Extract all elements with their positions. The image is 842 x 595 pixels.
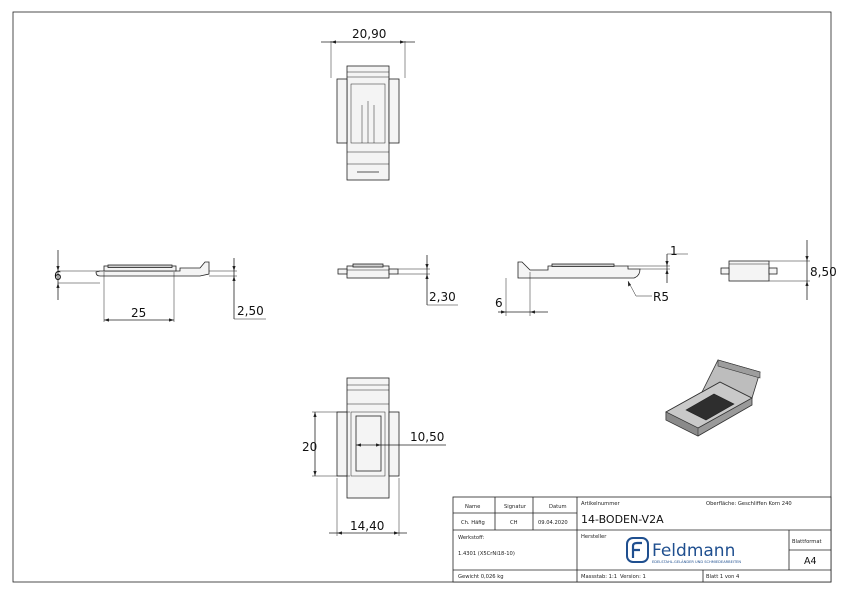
dim-bottom-window: 10,50 <box>410 430 444 444</box>
center-front-view: 2,30 <box>337 255 458 306</box>
logo-wordmark: Feldmann <box>652 541 735 561</box>
dim-far-right-height: 8,50 <box>810 265 837 279</box>
drawn-by-name: Ch. Häfig <box>461 520 485 526</box>
werkstoff-value: 1.4301 (X5CrNi18-10) <box>458 551 515 557</box>
isometric-view <box>665 359 761 437</box>
dim-right-step: 1 <box>670 244 678 258</box>
title-block: Name Signatur Datum Ch. Häfig CH 09.04.2… <box>452 496 832 583</box>
dim-bottom-height: 20 <box>302 440 317 454</box>
header-name: Name <box>465 504 480 510</box>
version: Version: 1 <box>620 574 646 580</box>
hersteller-label: Hersteller <box>581 534 607 540</box>
dim-center-thickness: 2,30 <box>429 290 456 304</box>
drawn-by-signature: CH <box>510 520 518 526</box>
dim-left-length: 25 <box>131 306 146 320</box>
drawn-date: 09.04.2020 <box>538 520 568 526</box>
sheet-number: Blatt 1 von 4 <box>706 574 740 580</box>
bottom-view: 20 10,50 14,40 <box>302 377 446 536</box>
header-signatur: Signatur <box>504 504 527 510</box>
far-right-view: 8,50 <box>720 240 837 300</box>
artikelnummer-value: 14-BODEN-V2A <box>581 513 664 526</box>
scale: Massstab: 1:1 <box>581 574 617 580</box>
werkstoff-label: Werkstoff: <box>458 535 485 541</box>
dim-right-radius: R5 <box>653 290 669 304</box>
feldmann-logo: Feldmann EDELSTAHL-GELÄNDER UND SCHMIEDE… <box>626 537 741 564</box>
blattformat-label: Blattformat <box>792 539 822 545</box>
dim-left-thickness: 2,50 <box>237 304 264 318</box>
surface-finish: Oberfläche: Geschliffen Korn 240 <box>706 501 792 507</box>
dim-bottom-width: 14,40 <box>350 519 384 533</box>
blattformat-value: A4 <box>804 556 817 567</box>
dim-top-width: 20,90 <box>352 27 386 41</box>
artikelnummer-label: Artikelnummer <box>581 501 620 507</box>
right-side-view: 1 R5 6 <box>495 244 688 316</box>
logo-tagline: EDELSTAHL-GELÄNDER UND SCHMIEDEARBEITEN <box>652 559 741 564</box>
left-side-view: 6 25 2,50 <box>54 250 266 322</box>
header-datum: Datum <box>549 504 567 510</box>
dim-right-width: 6 <box>495 296 503 310</box>
top-view: 20,90 <box>321 27 415 181</box>
weight: Gewicht 0,026 kg <box>458 574 504 580</box>
dim-left-height: 6 <box>54 269 62 283</box>
sheet-border <box>12 11 832 583</box>
